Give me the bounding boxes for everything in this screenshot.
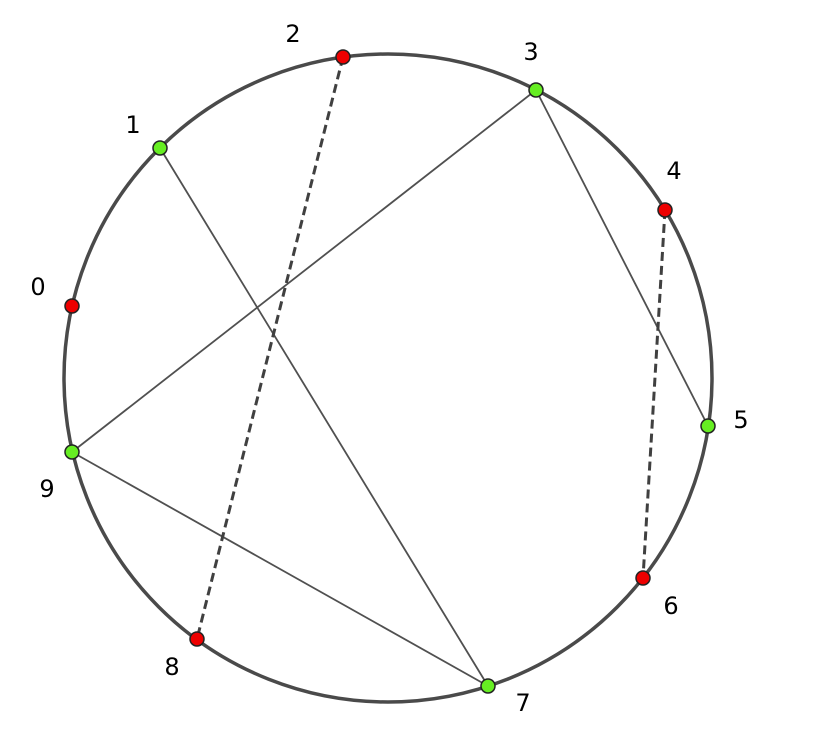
- edge-9-7: [71, 451, 489, 687]
- node-label-0: 0: [30, 273, 45, 301]
- edge-3-9: [71, 89, 537, 453]
- labels-layer: 0 1 2 3 4 5 6 7 8 9: [30, 20, 748, 717]
- node-4: [657, 202, 673, 218]
- edge-4-6-dashed: [641, 209, 667, 579]
- node-8: [189, 631, 205, 647]
- node-6: [635, 570, 651, 586]
- node-label-7: 7: [515, 689, 530, 717]
- node-label-6: 6: [663, 592, 678, 620]
- edge-3-5: [535, 89, 709, 427]
- node-2: [335, 49, 351, 65]
- edge-1-7: [159, 147, 489, 687]
- node-label-3: 3: [523, 38, 538, 66]
- node-label-9: 9: [39, 475, 54, 503]
- edges-layer: [71, 56, 709, 687]
- node-1: [152, 140, 168, 156]
- node-label-8: 8: [164, 653, 179, 681]
- node-9: [64, 444, 80, 460]
- node-0: [64, 298, 80, 314]
- node-3: [528, 82, 544, 98]
- nodes-layer: [64, 49, 716, 694]
- node-5: [700, 418, 716, 434]
- node-label-1: 1: [125, 111, 140, 139]
- node-label-5: 5: [733, 406, 748, 434]
- node-7: [480, 678, 496, 694]
- node-label-4: 4: [666, 157, 681, 185]
- edge-2-8-dashed: [195, 56, 345, 640]
- outer-circle: [62, 52, 714, 704]
- node-label-2: 2: [285, 20, 300, 48]
